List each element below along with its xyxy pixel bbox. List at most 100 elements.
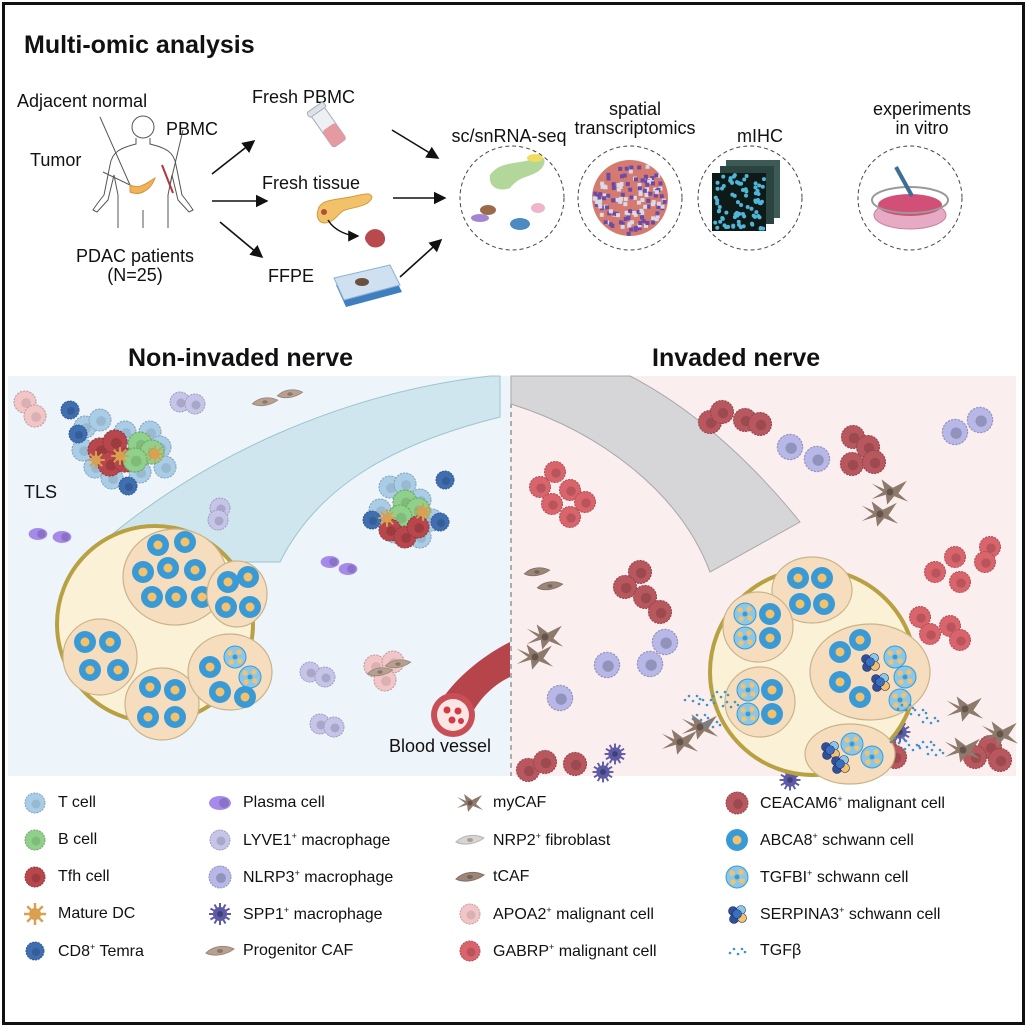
legend-label: Mature DC: [58, 905, 135, 923]
lyve1-macrophage-icon: [208, 510, 228, 530]
legend-item-tgfb: TGFβ: [722, 938, 801, 964]
tgfbi-schwann-icon: [734, 603, 756, 625]
mycaf-legend-icon: [455, 790, 485, 816]
serpina3-schwann-icon: [862, 654, 880, 672]
plasma-cell-icon: [209, 796, 231, 810]
mihc-icon: [698, 146, 802, 250]
legend-item-b-cell: B cell: [20, 827, 97, 853]
serpina3-schwann-legend-icon: [722, 901, 752, 927]
tfh-cell-icon: [407, 516, 429, 538]
label-tls: TLS: [24, 482, 57, 503]
ceacam6-malignant-icon: [533, 750, 556, 773]
legend-label: CD8+ Temra: [58, 942, 144, 961]
abca8-schwann-icon: [79, 659, 101, 681]
nerve-illustration: [0, 372, 1025, 792]
lyve1-macrophage-legend-icon: [205, 827, 235, 853]
b-cell-icon: [25, 830, 45, 850]
fresh-tissue-icon: [317, 194, 385, 248]
lyve1-macrophage-icon: [210, 830, 230, 850]
nlrp3-macrophage-icon: [652, 629, 677, 654]
abca8-schwann-icon: [789, 593, 811, 615]
abca8-schwann-icon: [74, 631, 96, 653]
tcaf-icon: [456, 872, 484, 881]
ceacam6-malignant-icon: [648, 600, 671, 623]
abca8-schwann-icon: [849, 629, 871, 651]
abca8-schwann-icon: [237, 566, 259, 588]
abca8-schwann-icon: [761, 679, 783, 701]
abca8-schwann-icon: [141, 586, 163, 608]
tgfbi-schwann-icon: [734, 627, 756, 649]
b-cell-legend-icon: [20, 827, 50, 853]
legend-label: tCAF: [493, 868, 529, 886]
spp1-macrophage-icon: [209, 903, 231, 925]
legend-item-tgfbi-schwann: TGFBI+ schwann cell: [722, 864, 908, 890]
mature-dc-icon: [111, 447, 129, 465]
abca8-schwann-icon: [157, 557, 179, 579]
t-cell-icon: [89, 409, 111, 431]
fascicle: [723, 592, 793, 662]
abca8-schwann-icon: [107, 659, 129, 681]
nrp2-fibroblast-icon: [456, 835, 484, 844]
legend-label: Progenitor CAF: [243, 942, 353, 960]
abca8-schwann-icon: [132, 561, 154, 583]
legend-label: ABCA8+ schwann cell: [760, 831, 914, 850]
mature-dc-icon: [414, 503, 432, 521]
panel-title-invaded: Invaded nerve: [652, 344, 820, 373]
legend-label: T cell: [58, 794, 96, 812]
legend-item-gabrp-malignant: GABRP+ malignant cell: [455, 938, 657, 964]
in-vitro-dish-icon: [858, 146, 962, 250]
legend-item-apoa2-malignant: APOA2+ malignant cell: [455, 901, 654, 927]
legend-item-plasma-cell: Plasma cell: [205, 790, 325, 816]
ceacam6-malignant-icon: [862, 450, 885, 473]
legend-item-lyve1-macrophage: LYVE1+ macrophage: [205, 827, 390, 853]
legend-item-nrp2-fibroblast: NRP2+ fibroblast: [455, 827, 610, 853]
plasma-cell-icon: [339, 563, 358, 575]
pbmc-tube-icon: [306, 102, 348, 150]
mature-dc-icon: [24, 903, 46, 925]
legend-item-nlrp3-macrophage: NLRP3+ macrophage: [205, 864, 393, 890]
abca8-schwann-icon: [164, 706, 186, 728]
legend-label: CEACAM6+ malignant cell: [760, 794, 945, 813]
tgfb-legend-icon: [722, 938, 752, 964]
tgfbi-schwann-icon: [726, 866, 748, 888]
ceacam6-malignant-icon: [840, 452, 863, 475]
ceacam6-malignant-icon: [726, 792, 748, 814]
tgfbi-schwann-icon: [737, 679, 759, 701]
spp1-macrophage-legend-icon: [205, 901, 235, 927]
gabrp-malignant-icon: [945, 547, 966, 568]
legend-label: LYVE1+ macrophage: [243, 831, 390, 850]
arrow-pbmc-to-methods: [392, 130, 438, 158]
human-body-icon: [93, 116, 193, 228]
mycaf-icon: [457, 794, 483, 812]
gabrp-malignant-icon: [542, 494, 563, 515]
legend-item-ceacam6-malignant: CEACAM6+ malignant cell: [722, 790, 945, 816]
tfh-cell-icon: [25, 867, 45, 887]
mature-dc-icon: [378, 509, 396, 527]
legend-label: SERPINA3+ schwann cell: [760, 905, 940, 924]
abca8-schwann-icon: [234, 686, 256, 708]
legend-label: APOA2+ malignant cell: [493, 905, 654, 924]
workflow-graphics: [0, 0, 1025, 330]
scrna-umap-icon: [460, 146, 564, 250]
legend-label: Tfh cell: [58, 868, 110, 886]
apoa2-malignant-icon: [24, 405, 46, 427]
arrow-to-pbmc: [212, 141, 254, 174]
legend-item-t-cell: T cell: [20, 790, 96, 816]
legend-label: NRP2+ fibroblast: [493, 831, 610, 850]
abca8-schwann-icon: [217, 571, 239, 593]
legend-label: TGFBI+ schwann cell: [760, 868, 908, 887]
abca8-schwann-icon: [137, 706, 159, 728]
plasma-cell-icon: [29, 528, 48, 540]
nlrp3-macrophage-icon: [777, 434, 802, 459]
abca8-schwann-icon: [726, 829, 748, 851]
progenitor-caf-legend-icon: [205, 938, 235, 964]
legend-item-abca8-schwann: ABCA8+ schwann cell: [722, 827, 914, 853]
legend-label: TGFβ: [760, 942, 801, 960]
legend-label: SPP1+ macrophage: [243, 905, 383, 924]
cd8-temra-icon: [363, 511, 381, 529]
nlrp3-macrophage-legend-icon: [205, 864, 235, 890]
gabrp-malignant-icon: [950, 572, 971, 593]
tgfbi-schwann-icon: [861, 746, 883, 768]
fascicle: [63, 619, 137, 695]
ceacam6-malignant-icon: [710, 400, 733, 423]
